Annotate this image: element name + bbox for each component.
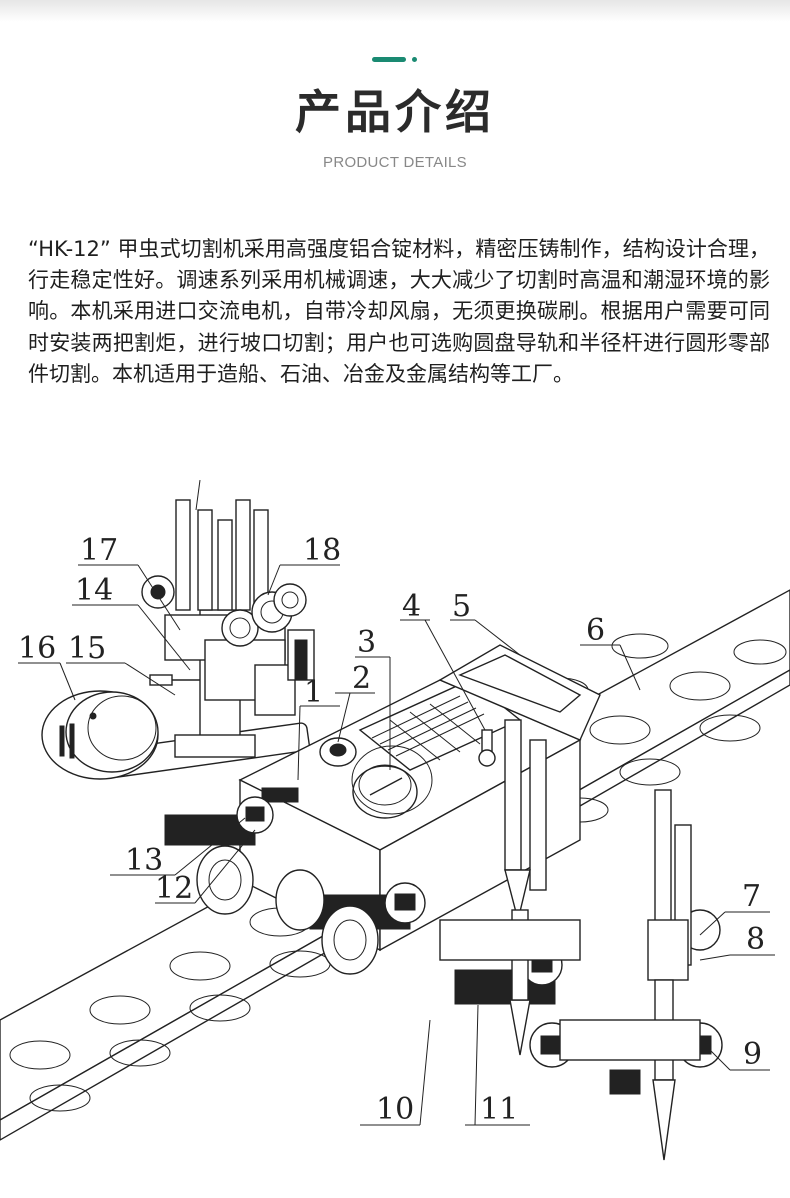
callout-1: 1	[304, 675, 323, 710]
callout-11: 11	[480, 1092, 518, 1127]
cutting-torches	[439, 719, 701, 1161]
callout-3: 3	[357, 625, 376, 660]
callout-4: 4	[402, 589, 421, 624]
title-accent	[372, 57, 418, 63]
page-title: 产品介绍	[295, 85, 495, 139]
callout-10: 10	[376, 1092, 414, 1127]
leader-lines	[18, 564, 775, 1126]
accent-dot	[412, 57, 417, 62]
page-subtitle: PRODUCT DETAILS	[323, 154, 467, 171]
gas-manifold	[141, 480, 315, 758]
callout-9: 9	[743, 1037, 762, 1072]
callout-8: 8	[746, 922, 765, 957]
callout-12: 12	[155, 871, 193, 906]
callout-13: 13	[125, 843, 163, 878]
callout-18: 18	[303, 533, 341, 568]
product-description: “HK-12” 甲虫式切割机采用高强度铝合锭材料，精密压铸制作，结构设计合理，行…	[28, 237, 770, 386]
machine-diagram: 1 2 3 4 5 6 7 8 9 10 11 12 13 14 15 16 1…	[0, 480, 790, 1161]
callout-6: 6	[586, 613, 605, 648]
callout-5: 5	[452, 589, 471, 624]
callout-16: 16	[18, 631, 56, 666]
callout-14: 14	[75, 573, 113, 608]
callout-7: 7	[742, 879, 761, 914]
callout-15: 15	[68, 631, 106, 666]
callout-17: 17	[80, 533, 118, 568]
callout-2: 2	[352, 661, 371, 696]
callout-labels: 1 2 3 4 5 6 7 8 9 10 11 12 13 14 15 16 1…	[18, 533, 765, 1127]
accent-bar	[372, 57, 406, 62]
top-shadow	[0, 0, 790, 22]
